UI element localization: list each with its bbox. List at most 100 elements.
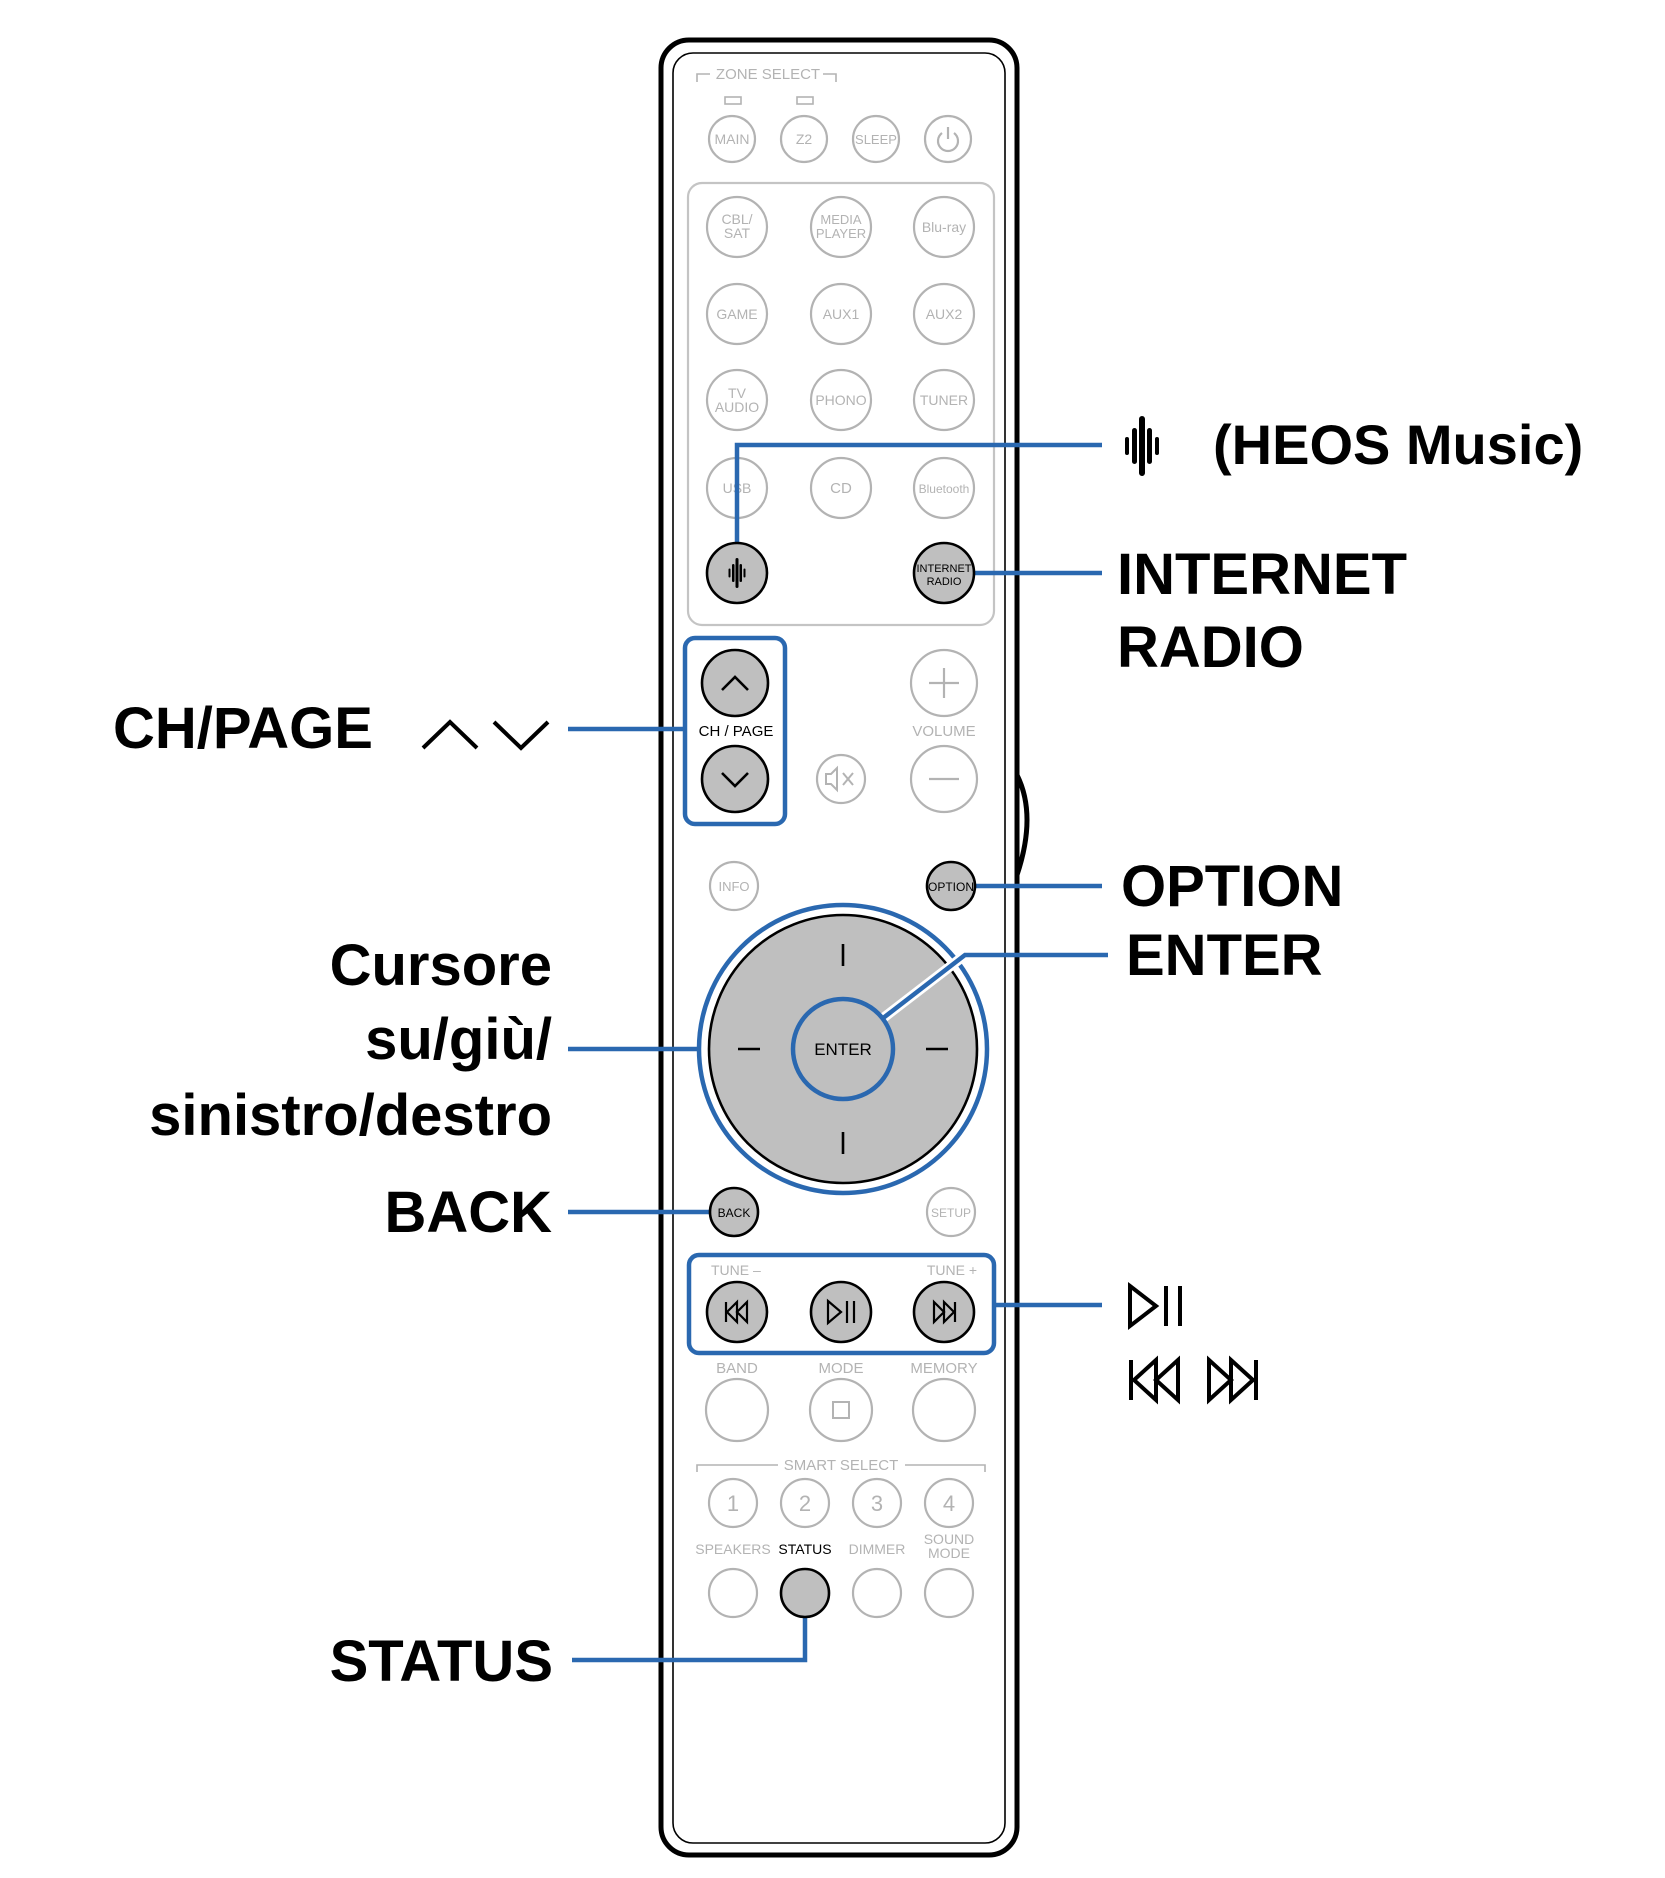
svg-text:Blu-ray: Blu-ray	[922, 219, 966, 235]
button-aux1[interactable]: AUX1	[809, 282, 873, 346]
svg-text:INTERNET: INTERNET	[917, 563, 972, 575]
svg-text:CD: CD	[830, 480, 852, 497]
chevron-up-icon	[421, 719, 479, 750]
button-main[interactable]: MAIN	[707, 114, 757, 164]
button-bluray[interactable]: Blu-ray	[912, 195, 976, 259]
button-smart-1[interactable]: 1	[707, 1477, 759, 1529]
button-band[interactable]	[704, 1377, 770, 1443]
button-memory[interactable]	[911, 1377, 977, 1443]
smart-select-header: SMART SELECT	[696, 1457, 986, 1474]
svg-text:TUNER: TUNER	[920, 392, 968, 408]
chevron-down-icon	[492, 720, 550, 751]
button-cbl-sat[interactable]: CBL/ SAT	[705, 195, 769, 259]
power-icon	[936, 127, 960, 153]
tune-minus-label: TUNE –	[711, 1262, 761, 1278]
button-cd[interactable]: CD	[809, 456, 873, 520]
dimmer-label: DIMMER	[849, 1541, 906, 1557]
button-smart-2[interactable]: 2	[779, 1477, 831, 1529]
svg-text:PLAYER: PLAYER	[816, 226, 866, 241]
button-sound-mode[interactable]	[923, 1567, 975, 1619]
svg-text:Z2: Z2	[796, 131, 813, 147]
button-z2[interactable]: Z2	[779, 114, 829, 164]
svg-text:INFO: INFO	[718, 879, 749, 894]
svg-text:CBL/: CBL/	[721, 211, 752, 227]
status-label: STATUS	[778, 1541, 831, 1557]
speakers-label: SPEAKERS	[695, 1541, 770, 1557]
enter-label: ENTER	[1126, 923, 1323, 988]
button-setup[interactable]: SETUP	[925, 1186, 977, 1238]
button-media-player[interactable]: MEDIA PLAYER	[809, 195, 873, 259]
button-dimmer[interactable]	[851, 1567, 903, 1619]
svg-text:SLEEP: SLEEP	[855, 132, 897, 147]
cursor-label-2: su/giù/	[365, 1007, 552, 1072]
play-pause-callout-icon	[1128, 1281, 1182, 1331]
button-option[interactable]: OPTION	[925, 860, 977, 912]
button-speakers[interactable]	[707, 1567, 759, 1619]
button-skip-forward[interactable]	[912, 1280, 976, 1344]
button-ch-page-up[interactable]	[700, 648, 770, 718]
ch-page-callout: CH/PAGE	[113, 696, 550, 761]
sound-mode-label-1: SOUND	[924, 1531, 975, 1547]
button-info[interactable]: INFO	[708, 860, 760, 912]
status-callout-line	[572, 1593, 808, 1663]
back-label: BACK	[384, 1180, 552, 1245]
remote-body	[658, 37, 1030, 1858]
button-tuner[interactable]: TUNER	[912, 368, 976, 432]
svg-text:SAT: SAT	[724, 225, 751, 241]
button-mute[interactable]	[815, 753, 867, 805]
svg-text:Bluetooth: Bluetooth	[919, 482, 970, 496]
source-panel	[686, 181, 996, 627]
chevron-down-icon	[721, 772, 749, 788]
zone-z2-indicator	[796, 96, 814, 105]
band-label: BAND	[716, 1360, 758, 1377]
button-tv-audio[interactable]: TV AUDIO	[705, 368, 769, 432]
skip-back-icon	[724, 1299, 749, 1325]
heos-callout: (HEOS Music)	[1125, 413, 1583, 476]
volume-wheel-edge	[1014, 773, 1030, 876]
button-phono[interactable]: PHONO	[809, 368, 873, 432]
button-heos-music[interactable]	[705, 541, 769, 605]
svg-text:AUX2: AUX2	[926, 306, 963, 322]
button-smart-4[interactable]: 4	[923, 1477, 975, 1529]
button-ch-page-down[interactable]	[700, 744, 770, 814]
zone-main-indicator	[724, 96, 742, 105]
svg-text:AUX1: AUX1	[823, 306, 860, 322]
mode-label: MODE	[819, 1360, 864, 1377]
button-bluetooth[interactable]: Bluetooth	[912, 456, 976, 520]
button-volume-down[interactable]	[909, 744, 979, 814]
skip-forward-icon	[932, 1299, 957, 1325]
svg-text:3: 3	[871, 1491, 883, 1516]
internet-radio-label-2: RADIO	[1117, 615, 1304, 680]
play-pause-icon	[826, 1298, 856, 1326]
button-smart-3[interactable]: 3	[851, 1477, 903, 1529]
svg-text:MEDIA: MEDIA	[820, 212, 862, 227]
button-status[interactable]	[779, 1567, 831, 1619]
button-play-pause[interactable]	[809, 1280, 873, 1344]
cursor-label-3: sinistro/destro	[149, 1083, 552, 1148]
button-power[interactable]	[923, 114, 973, 164]
svg-text:RADIO: RADIO	[927, 576, 962, 588]
sound-mode-label-2: MODE	[928, 1545, 970, 1561]
svg-text:ENTER: ENTER	[814, 1040, 872, 1059]
zone-select-label: ZONE SELECT	[716, 66, 820, 83]
button-sleep[interactable]: SLEEP	[851, 114, 901, 164]
button-volume-up[interactable]	[909, 648, 979, 718]
skip-back-callout-icon	[1129, 1355, 1180, 1405]
button-back[interactable]: BACK	[708, 1186, 760, 1238]
button-enter[interactable]: ENTER	[790, 996, 896, 1102]
chevron-up-icon	[721, 675, 749, 691]
option-label: OPTION	[1121, 854, 1343, 919]
button-internet-radio[interactable]: INTERNET RADIO	[912, 541, 976, 605]
button-aux2[interactable]: AUX2	[912, 282, 976, 346]
skip-forward-callout-icon	[1207, 1355, 1258, 1405]
button-mode[interactable]	[808, 1377, 874, 1443]
ch-page-label: CH / PAGE	[699, 723, 774, 740]
svg-text:GAME: GAME	[716, 306, 757, 322]
status-callout-label: STATUS	[330, 1629, 553, 1694]
svg-text:TV: TV	[728, 385, 747, 401]
button-skip-back[interactable]	[705, 1280, 769, 1344]
button-game[interactable]: GAME	[705, 282, 769, 346]
mute-icon	[825, 765, 854, 793]
svg-text:AUDIO: AUDIO	[715, 399, 759, 415]
